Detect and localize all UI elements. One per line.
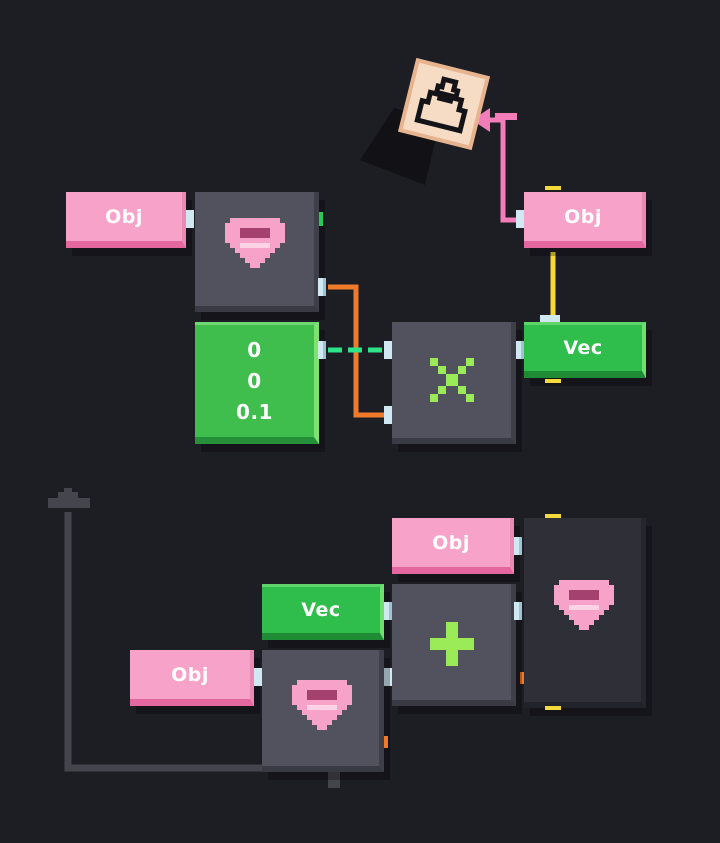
output-port[interactable] <box>516 341 524 359</box>
input-port[interactable] <box>186 210 194 228</box>
multiply-icon <box>430 358 474 402</box>
location-pin-icon <box>225 218 285 268</box>
bottom-nub <box>545 379 561 383</box>
obj-block-top-left[interactable]: Obj <box>66 192 186 248</box>
add-node[interactable] <box>392 584 516 706</box>
output-port[interactable] <box>318 341 326 359</box>
obj-block-top-right[interactable]: Obj <box>524 192 646 248</box>
side-nub <box>319 212 323 226</box>
location-node-top[interactable] <box>195 192 319 312</box>
vec-block-top-right[interactable]: Vec <box>524 322 646 378</box>
obj-block-bottom-left[interactable]: Obj <box>130 650 254 706</box>
location-node-tall[interactable] <box>524 518 646 708</box>
top-nub <box>545 186 561 190</box>
target-card[interactable] <box>397 57 491 151</box>
output-port[interactable] <box>514 602 522 620</box>
pink-arrow-head <box>472 108 490 132</box>
input-port[interactable] <box>516 210 524 228</box>
value-y: 0 <box>247 368 262 393</box>
number-vector-block[interactable]: 0 0 0.1 <box>195 322 319 444</box>
location-pin-icon <box>554 580 614 630</box>
location-node-bottom[interactable] <box>262 650 384 772</box>
value-z: 0.1 <box>236 399 273 424</box>
pink-wire <box>482 117 524 223</box>
arrow-up-icon[interactable] <box>48 488 90 508</box>
side-nub-orange <box>384 736 388 748</box>
vec-top-port[interactable] <box>540 315 560 323</box>
input-port[interactable] <box>384 406 392 424</box>
side-nub-orange <box>520 672 524 684</box>
multiply-node[interactable] <box>392 322 516 444</box>
output-port[interactable] <box>384 602 392 620</box>
shirt-slot-icon <box>414 76 468 134</box>
output-port[interactable] <box>514 537 522 555</box>
input-port[interactable] <box>384 341 392 359</box>
pink-wire-cap <box>495 113 517 120</box>
input-port[interactable] <box>384 668 392 686</box>
obj-block-bottom-right[interactable]: Obj <box>392 518 514 574</box>
vec-block-bottom[interactable]: Vec <box>262 584 384 640</box>
top-nub <box>545 514 561 518</box>
location-pin-icon <box>292 680 352 730</box>
plus-icon <box>430 622 474 666</box>
output-port[interactable] <box>318 278 326 296</box>
input-port[interactable] <box>254 668 262 686</box>
value-x: 0 <box>247 337 262 362</box>
bottom-nub <box>545 706 561 710</box>
gray-wire-foot <box>328 770 340 788</box>
